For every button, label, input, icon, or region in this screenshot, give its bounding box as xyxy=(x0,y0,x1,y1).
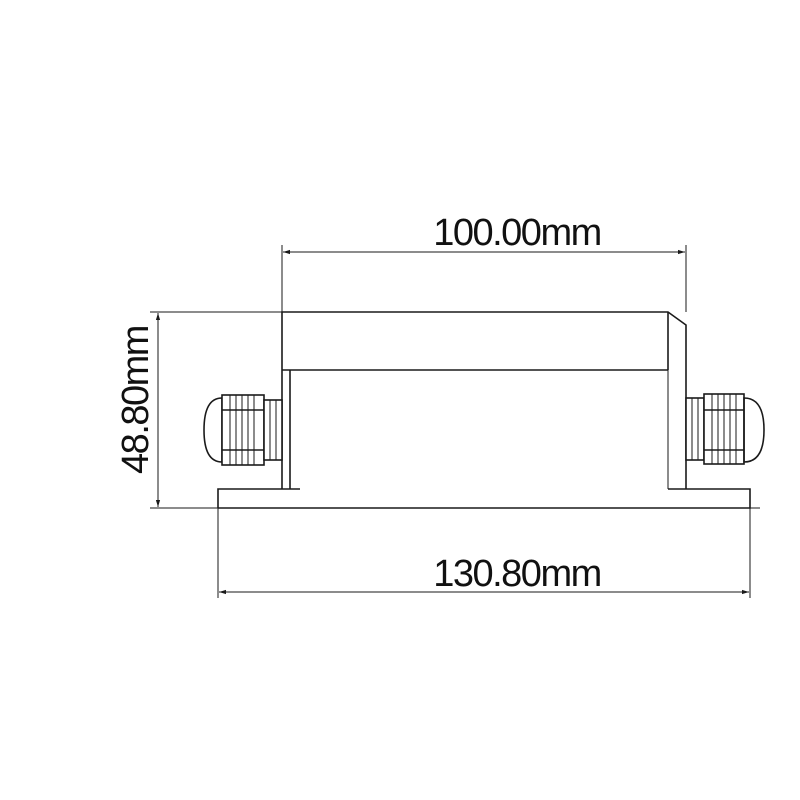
left-gland-nut xyxy=(221,394,265,466)
dimension-label-overall-width: 130.80mm xyxy=(433,553,601,595)
right-gland-body xyxy=(685,397,705,461)
dimension-height: 48.80mm xyxy=(115,311,282,509)
left-gland-body xyxy=(263,399,283,461)
enclosure xyxy=(208,311,760,509)
dimension-label-top-width: 100.00mm xyxy=(433,212,601,254)
right-gland-cap xyxy=(743,397,765,463)
dimension-top-width: 100.00mm xyxy=(281,212,687,312)
dimension-overall-width: 130.80mm xyxy=(217,508,751,598)
base-flange xyxy=(217,488,751,509)
box-outline xyxy=(281,311,687,489)
dimension-label-height: 48.80mm xyxy=(115,326,157,474)
right-cable-gland xyxy=(685,393,765,465)
left-gland-cap xyxy=(203,397,223,463)
left-cable-gland xyxy=(203,394,283,466)
